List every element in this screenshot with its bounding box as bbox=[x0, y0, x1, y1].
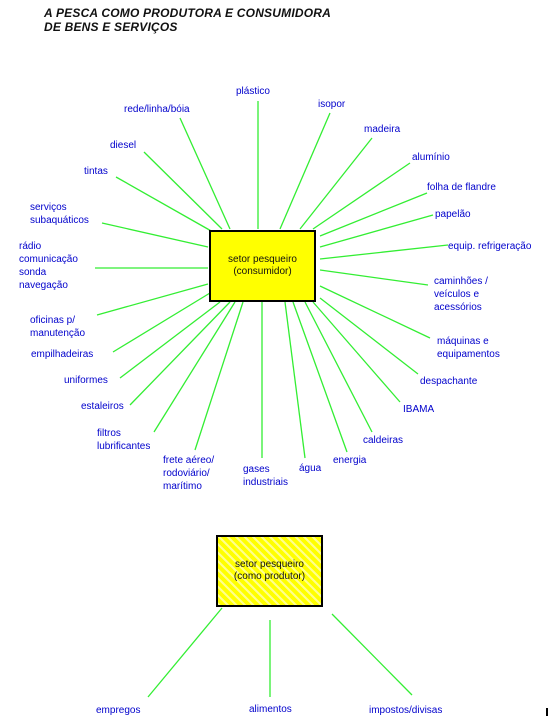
line-impostos bbox=[331, 613, 413, 696]
label-impostos: impostos/divisas bbox=[369, 705, 443, 716]
label-frete: frete aéreo/ rodoviário/ marítimo bbox=[163, 455, 215, 492]
label-gases: gases industriais bbox=[243, 464, 289, 488]
label-empilhadeiras: empilhadeiras bbox=[31, 349, 94, 360]
label-estaleiros: estaleiros bbox=[81, 401, 124, 412]
label-oficinas: oficinas p/ manutenção bbox=[30, 315, 86, 339]
line-ibama bbox=[312, 301, 401, 403]
line-servicos bbox=[101, 222, 209, 248]
diagram-title: A PESCA COMO PRODUTORA E CONSUMIDORA DE … bbox=[44, 6, 331, 34]
consumer-box-line-1: setor pesqueiro bbox=[228, 254, 297, 265]
line-folha bbox=[319, 192, 428, 237]
line-frete bbox=[194, 301, 244, 451]
producer-box-line-2: (como produtor) bbox=[233, 571, 306, 582]
label-madeira: madeira bbox=[364, 124, 401, 135]
line-uniformes bbox=[119, 301, 221, 379]
edge-mark bbox=[546, 708, 548, 716]
label-folha: folha de flandre bbox=[427, 182, 496, 193]
label-isopor: isopor bbox=[318, 99, 346, 110]
producer-box-line-1: setor pesqueiro bbox=[235, 559, 304, 570]
producer-sector-box: setor pesqueiro (como produtor) bbox=[216, 535, 323, 607]
label-servicos: serviços subaquáticos bbox=[30, 202, 89, 226]
label-tintas: tintas bbox=[84, 166, 108, 177]
label-plastico: plástico bbox=[236, 86, 270, 97]
line-tintas bbox=[115, 176, 214, 233]
consumer-box-line-2: (consumidor) bbox=[233, 266, 292, 277]
label-uniformes: uniformes bbox=[64, 375, 108, 386]
label-agua: água bbox=[299, 463, 322, 474]
line-rede bbox=[179, 117, 231, 230]
label-caldeiras: caldeiras bbox=[363, 435, 404, 446]
title-line-2: DE BENS E SERVIÇOS bbox=[44, 20, 178, 34]
line-diesel bbox=[143, 151, 223, 230]
label-caminhoes: caminhões / veículos e acessórios bbox=[434, 276, 488, 313]
line-refrigeracao bbox=[319, 244, 449, 260]
line-estaleiros bbox=[129, 301, 231, 406]
line-energia bbox=[292, 301, 348, 453]
label-ibama: IBAMA bbox=[403, 404, 435, 415]
line-filtros bbox=[153, 301, 236, 433]
line-caldeiras bbox=[304, 301, 373, 433]
label-alimentos: alimentos bbox=[249, 704, 292, 715]
line-aluminio bbox=[312, 162, 411, 230]
line-despachante bbox=[319, 297, 419, 375]
line-agua bbox=[284, 301, 306, 459]
consumer-sector-box: setor pesqueiro (consumidor) bbox=[209, 230, 316, 302]
label-diesel: diesel bbox=[110, 140, 137, 151]
label-despachante: despachante bbox=[420, 376, 478, 387]
label-rede: rede/linha/bóia bbox=[124, 104, 190, 115]
label-filtros: filtros lubrificantes bbox=[97, 428, 151, 452]
label-aluminio: alumínio bbox=[412, 152, 450, 163]
line-maquinas bbox=[319, 285, 431, 339]
label-empregos: empregos bbox=[96, 705, 141, 716]
label-refrigeracao: equip. refrigeração bbox=[448, 241, 532, 252]
line-papelao bbox=[319, 214, 434, 248]
line-oficinas bbox=[96, 283, 209, 316]
line-madeira bbox=[299, 137, 373, 230]
line-empregos bbox=[147, 607, 223, 698]
line-empilhadeiras bbox=[112, 292, 211, 353]
title-line-1: A PESCA COMO PRODUTORA E CONSUMIDORA bbox=[44, 6, 331, 20]
label-radio: rádio comunicação sonda navegação bbox=[19, 241, 78, 291]
label-papelao: papelão bbox=[435, 209, 471, 220]
line-caminhoes bbox=[319, 269, 429, 286]
label-maquinas: máquinas e equipamentos bbox=[437, 336, 500, 360]
label-energia: energia bbox=[333, 455, 367, 466]
line-isopor bbox=[279, 112, 331, 230]
